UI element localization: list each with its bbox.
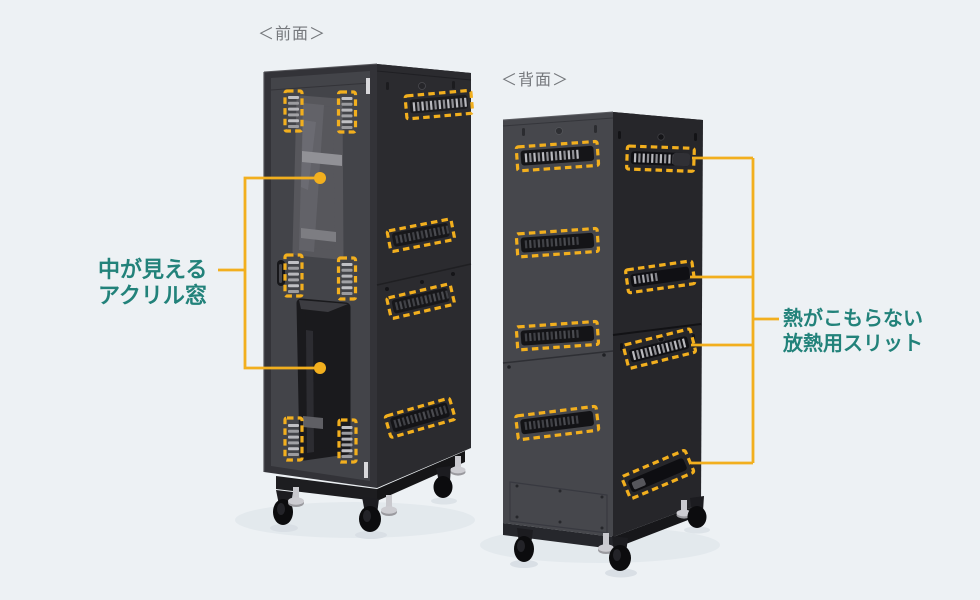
casters-back-rack <box>510 496 710 578</box>
rack-back-view <box>502 111 710 578</box>
casters-front-rack <box>270 456 466 539</box>
vent-highlight-box <box>283 416 304 462</box>
acrylic-window-lower <box>296 298 351 461</box>
front-view-caption: ＜前面＞ <box>258 26 327 43</box>
side-vent-louver <box>390 402 450 432</box>
acrylic-window-callout-label: 中が見える アクリル窓 <box>98 257 207 309</box>
callout-line: 熱がこもらない <box>783 308 923 330</box>
side-keyhole <box>555 127 563 135</box>
side-keyhole <box>418 82 426 90</box>
side-vent-louver <box>520 411 594 435</box>
heat-slit-callout-lines <box>690 156 779 465</box>
vent-highlight-box <box>385 217 457 254</box>
vent-highlight-box <box>514 226 601 259</box>
door-handle <box>277 260 285 286</box>
callout-line: アクリル窓 <box>98 283 207 308</box>
door-hinge <box>364 462 368 478</box>
callout-dot <box>314 362 326 374</box>
side-vent-louver <box>520 232 595 253</box>
side-vent-louver <box>520 145 595 166</box>
vent-highlight-box <box>283 89 304 133</box>
callout-dot <box>314 172 326 184</box>
vent-highlight-box <box>620 449 696 501</box>
back-door-keyhole <box>657 133 665 141</box>
vent-highlight-box <box>337 418 358 464</box>
side-vent-louver <box>520 325 595 346</box>
vent-highlight-box <box>383 396 457 439</box>
vent-highlight-box <box>625 144 696 173</box>
vent-highlight-box <box>621 327 698 370</box>
vent-highlight-box <box>336 256 358 301</box>
back-vent-louver <box>630 151 691 167</box>
vent-highlight-box <box>514 404 601 442</box>
back-view-caption: ＜背面＞ <box>501 72 570 89</box>
front-vent-highlight-boxes <box>283 88 475 464</box>
vent-highlight-box <box>403 88 475 121</box>
vent-highlight-box <box>514 319 601 352</box>
side-vent-louver <box>409 94 469 114</box>
vent-highlight-box <box>283 253 304 298</box>
callout-line: 中が見える <box>98 257 208 282</box>
back-vent-louver <box>630 266 690 287</box>
heat-slit-callout-label: 熱がこもらない 放熱用スリット <box>783 307 923 357</box>
vent-highlight-box <box>385 282 456 320</box>
back-vent-louver <box>629 336 690 363</box>
side-vent-louver <box>392 223 450 247</box>
vent-highlight-box <box>624 259 697 295</box>
door-hinge <box>366 78 370 94</box>
vent-highlight-box <box>336 90 358 134</box>
back-vent-louver <box>628 458 687 492</box>
side-vent-louver <box>391 288 450 314</box>
callout-line: 放熱用スリット <box>783 333 923 355</box>
rack-front-view <box>263 63 475 539</box>
vent-highlight-box <box>514 139 601 173</box>
acrylic-window-callout-lines <box>218 172 326 374</box>
back-vent-highlight-boxes <box>514 139 698 501</box>
